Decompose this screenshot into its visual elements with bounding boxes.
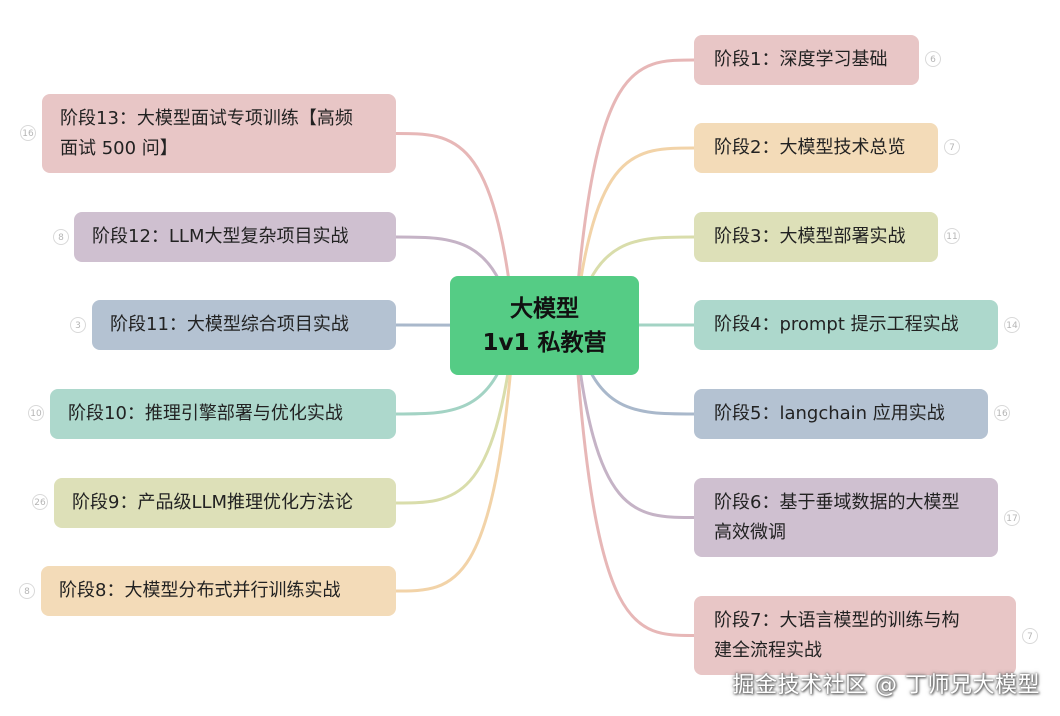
stage-2-branch-link xyxy=(573,146,695,326)
stage-3-label: 阶段3：大模型部署实战 xyxy=(714,226,906,247)
stage-9-count-badge[interactable]: 26 xyxy=(32,494,48,510)
stage-13-label-line1: 阶段13：大模型面试专项训练【高频 xyxy=(60,108,353,129)
stage-2-count-badge[interactable]: 7 xyxy=(944,139,960,155)
stage-12-count-badge[interactable]: 8 xyxy=(53,229,69,245)
stage-11-label: 阶段11：大模型综合项目实战 xyxy=(110,314,349,335)
stage-1-branch-link xyxy=(573,58,695,326)
stage-13-label-line2: 面试 500 问】 xyxy=(60,138,178,159)
stage-12-label: 阶段12：LLM大型复杂项目实战 xyxy=(92,226,349,247)
stage-13-node[interactable]: 阶段13：大模型面试专项训练【高频 面试 500 问】 xyxy=(42,94,396,173)
stage-11-count-badge[interactable]: 3 xyxy=(70,317,86,333)
stage-6-label-line2: 高效微调 xyxy=(714,522,786,543)
stage-2-node[interactable]: 阶段2：大模型技术总览 xyxy=(694,123,938,173)
stage-4-label: 阶段4：prompt 提示工程实战 xyxy=(714,314,959,335)
stage-1-node[interactable]: 阶段1：深度学习基础 xyxy=(694,35,919,85)
stage-7-count-badge[interactable]: 7 xyxy=(1022,628,1038,644)
stage-7-label-line2: 建全流程实战 xyxy=(714,640,822,661)
stage-13-branch-link xyxy=(395,132,516,326)
stage-8-count-badge[interactable]: 8 xyxy=(19,583,35,599)
stage-12-node[interactable]: 阶段12：LLM大型复杂项目实战 xyxy=(74,212,396,262)
stage-13-count-badge[interactable]: 16 xyxy=(20,125,36,141)
stage-7-node[interactable]: 阶段7：大语言模型的训练与构 建全流程实战 xyxy=(694,596,1016,675)
stage-2-label: 阶段2：大模型技术总览 xyxy=(714,137,906,158)
central-topic-line2: 1v1 私教营 xyxy=(482,329,607,356)
central-topic-node[interactable]: 大模型 1v1 私教营 xyxy=(450,276,639,375)
central-topic-line1: 大模型 xyxy=(510,295,579,322)
stage-6-count-badge[interactable]: 17 xyxy=(1004,510,1020,526)
stage-10-count-badge[interactable]: 10 xyxy=(28,405,44,421)
stage-4-node[interactable]: 阶段4：prompt 提示工程实战 xyxy=(694,300,998,350)
stage-7-label-line1: 阶段7：大语言模型的训练与构 xyxy=(714,610,960,631)
stage-10-label: 阶段10：推理引擎部署与优化实战 xyxy=(68,403,343,424)
stage-6-branch-link xyxy=(573,325,695,519)
stage-6-node[interactable]: 阶段6：基于垂域数据的大模型 高效微调 xyxy=(694,478,998,557)
stage-8-node[interactable]: 阶段8：大模型分布式并行训练实战 xyxy=(41,566,396,616)
stage-1-count-badge[interactable]: 6 xyxy=(925,51,941,67)
stage-5-label: 阶段5：langchain 应用实战 xyxy=(714,403,945,424)
stage-3-count-badge[interactable]: 11 xyxy=(944,228,960,244)
stage-3-node[interactable]: 阶段3：大模型部署实战 xyxy=(694,212,938,262)
stage-4-count-badge[interactable]: 14 xyxy=(1004,317,1020,333)
stage-7-branch-link xyxy=(573,325,695,637)
stage-5-count-badge[interactable]: 16 xyxy=(994,405,1010,421)
stage-10-node[interactable]: 阶段10：推理引擎部署与优化实战 xyxy=(50,389,396,439)
stage-6-label-line1: 阶段6：基于垂域数据的大模型 xyxy=(714,492,960,513)
stage-9-node[interactable]: 阶段9：产品级LLM推理优化方法论 xyxy=(54,478,396,528)
stage-8-branch-link xyxy=(395,325,516,593)
stage-11-node[interactable]: 阶段11：大模型综合项目实战 xyxy=(92,300,396,350)
stage-5-node[interactable]: 阶段5：langchain 应用实战 xyxy=(694,389,988,439)
stage-1-label: 阶段1：深度学习基础 xyxy=(714,49,888,70)
stage-9-label: 阶段9：产品级LLM推理优化方法论 xyxy=(72,492,354,513)
stage-8-label: 阶段8：大模型分布式并行训练实战 xyxy=(59,580,341,601)
watermark: 掘金技术社区 @ 丁师兄大模型 xyxy=(732,673,1040,698)
stage-9-branch-link xyxy=(395,325,516,505)
